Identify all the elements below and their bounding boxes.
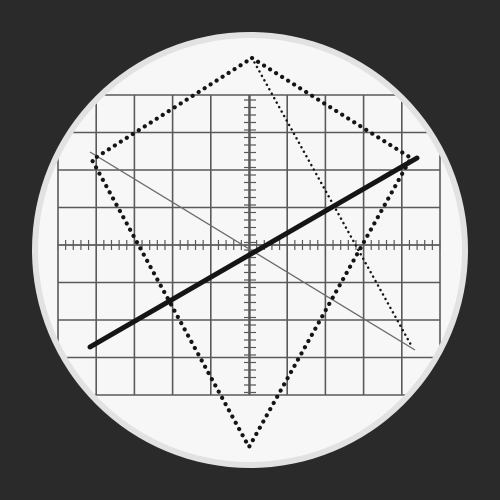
dotted-diamond-trace [89, 55, 414, 452]
center-axis-ticks [57, 95, 441, 395]
bold-diagonal-trace [87, 155, 420, 350]
dotted-cross-trace [250, 56, 413, 347]
